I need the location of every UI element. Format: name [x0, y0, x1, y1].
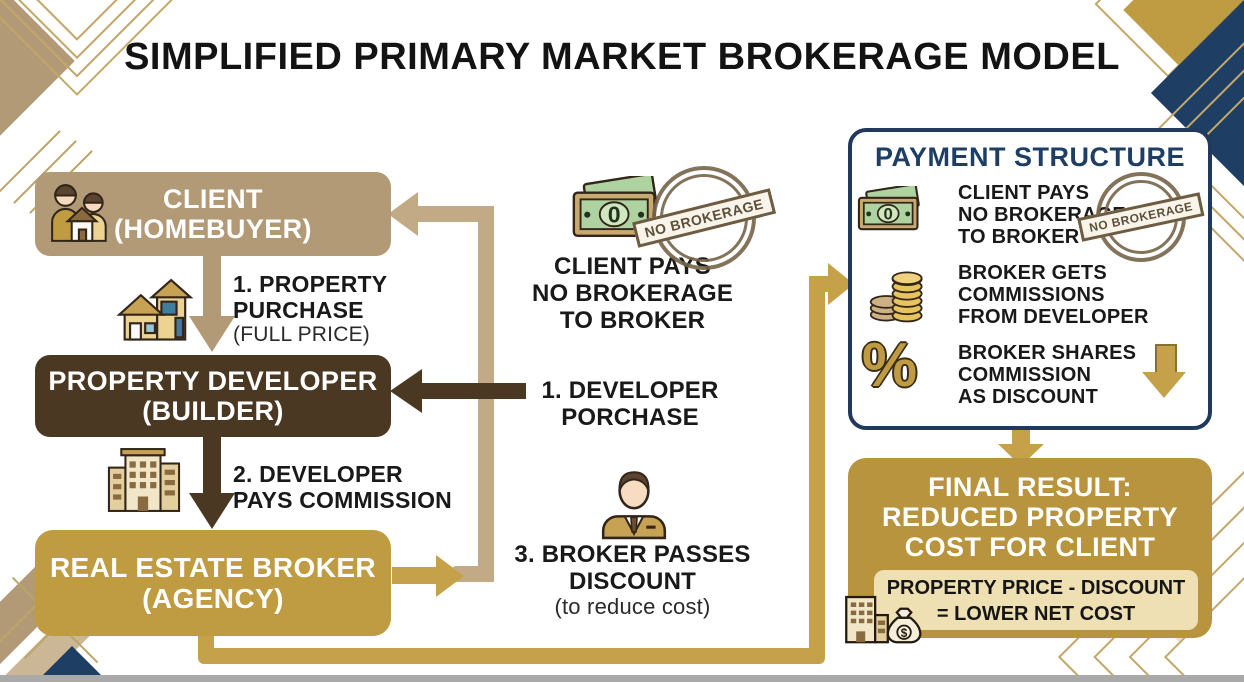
client-box-subtitle: (HOMEBUYER) [114, 214, 312, 244]
arrow-into-developer-shaft [420, 383, 526, 399]
formula-line1: PROPERTY PRICE - DISCOUNT [886, 577, 1186, 599]
payment-item-2-line3: FROM DEVELOPER [958, 306, 1149, 328]
step2-line1: 2. DEVELOPER [233, 461, 403, 487]
step2-line2: PAYS COMMISSION [233, 486, 452, 513]
payment-item-1-line1: CLIENT PAYS [958, 182, 1090, 204]
no-brokerage-stamp-small: NO BROKERAGE [1077, 172, 1205, 262]
final-result-line2: REDUCED PROPERTY [882, 502, 1178, 533]
broker-passes-note: (to reduce cost) [554, 594, 711, 620]
final-result-line1: FINAL RESULT: [928, 472, 1132, 502]
arrowhead-into-developer [390, 369, 422, 413]
step1-note: (FULL PRICE) [233, 322, 370, 346]
developer-purchase-line1: 1. DEVELOPER [541, 377, 719, 404]
arrow-client-developer-head [189, 316, 235, 352]
bill-zero-text: 0 [608, 201, 621, 227]
page-title: SIMPLIFIED PRIMARY MARKET BROKERAGE MODE… [124, 36, 1120, 78]
final-result-line3: COST FOR CLIENT [904, 532, 1156, 563]
payment-item-1-line3: TO BROKER [958, 226, 1080, 248]
arrow-broker-out-shaft [392, 567, 438, 584]
homebuyer-couple-icon [51, 184, 107, 242]
broker-passes-line1: 3. BROKER PASSES [514, 541, 751, 568]
dollar-sign-text: $ [901, 627, 908, 640]
bill-zero-text: 0 [884, 204, 893, 223]
broker-person-icon [601, 471, 667, 540]
developer-box-title: PROPERTY DEVELOPER [48, 365, 378, 396]
broker-passes-label: 3. BROKER PASSES DISCOUNT (to reduce cos… [510, 541, 755, 620]
payment-item-3-line1: BROKER SHARES [958, 342, 1137, 364]
client-pays-label: CLIENT PAYS NO BROKERAGE TO BROKER [515, 253, 750, 334]
arrow-client-developer-shaft [203, 256, 221, 318]
step1-label: 1. PROPERTY PURCHASE (FULL PRICE) [233, 271, 387, 347]
building-moneybag-icon: $ [845, 595, 922, 644]
final-result-title: FINAL RESULT: REDUCED PROPERTY COST FOR … [848, 472, 1212, 563]
developer-purchase-label: 1. DEVELOPER PORCHASE [535, 377, 725, 431]
arrow-developer-broker-head [189, 493, 235, 529]
step2-label: 2. DEVELOPER PAYS COMMISSION [233, 461, 452, 513]
arrow-broker-out-head [436, 555, 464, 597]
percent-icon: % [862, 331, 918, 400]
broker-box: REAL ESTATE BROKER (AGENCY) [35, 530, 391, 636]
payment-item-1: CLIENT PAYS NO BROKERAGE TO BROKER [958, 182, 1126, 248]
payment-item-3: BROKER SHARES COMMISSION AS DISCOUNT [958, 342, 1136, 408]
no-brokerage-stamp: NO BROKERAGE [632, 166, 776, 270]
arrow-payment-final-shaft [1012, 430, 1030, 446]
broker-passes-line2: DISCOUNT [569, 568, 696, 596]
broker-box-subtitle: (AGENCY) [142, 583, 284, 614]
discount-down-arrow-shaft [1155, 344, 1177, 374]
payment-item-2-line1: BROKER GETS [958, 262, 1107, 284]
house-icon [116, 278, 194, 341]
client-pays-line3: TO BROKER [559, 307, 706, 335]
discount-down-arrow-head [1142, 372, 1186, 398]
formula-box: PROPERTY PRICE - DISCOUNT = LOWER NET CO… [874, 570, 1198, 630]
bottom-bar [0, 675, 1244, 682]
formula-line2: = LOWER NET COST [936, 603, 1136, 626]
client-box-title: CLIENT [163, 183, 263, 214]
step1-line2: PURCHASE [233, 296, 364, 323]
client-pays-line2: NO BROKERAGE [531, 280, 734, 308]
payment-item-2-line2: COMMISSIONS [958, 284, 1105, 306]
coins-icon [869, 271, 923, 323]
connector-gold-up [809, 276, 825, 658]
connector-gold-bottom [198, 648, 825, 664]
payment-structure-title: PAYMENT STRUCTURE [874, 142, 1186, 172]
payment-item-3-line3: AS DISCOUNT [958, 386, 1098, 408]
money-bill-icon-small: 0 [857, 186, 920, 231]
office-building-icon [107, 448, 181, 512]
developer-purchase-line2: PORCHASE [561, 404, 699, 432]
step1-line1: 1. PROPERTY [233, 271, 388, 297]
developer-box: PROPERTY DEVELOPER (BUILDER) [35, 355, 391, 437]
payment-item-3-line2: COMMISSION [958, 364, 1092, 386]
arrowhead-into-client [388, 192, 418, 236]
developer-box-subtitle: (BUILDER) [142, 396, 284, 426]
broker-box-title: REAL ESTATE BROKER [49, 551, 377, 583]
connector-gold-top [809, 276, 833, 292]
payment-item-2: BROKER GETS COMMISSIONS FROM DEVELOPER [958, 262, 1149, 328]
arrow-developer-broker-shaft [203, 437, 221, 495]
connector-client-arrow-shaft [416, 206, 494, 222]
